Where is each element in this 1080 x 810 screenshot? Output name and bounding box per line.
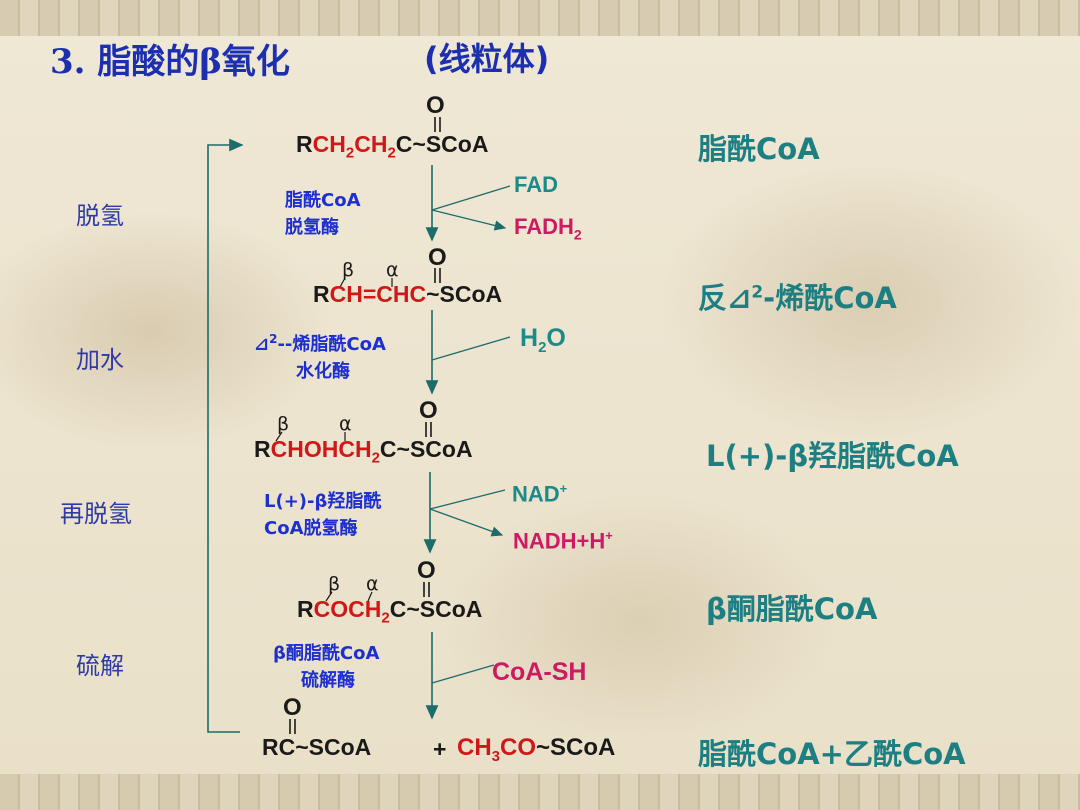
- ketoacyl-coa-alpha: α: [366, 573, 379, 595]
- carbonyl-bonds: [289, 117, 441, 734]
- position-markers: [275, 277, 393, 602]
- nad-line: [429, 489, 506, 510]
- enoyl-coa-alpha: α: [386, 259, 399, 281]
- product-acetyl-coa-formula: CH3CO~SCoA: [457, 734, 616, 765]
- page-title: 3. 脂酸的β氧化: [50, 42, 290, 82]
- cofactor-nadh: NADH+H+: [513, 528, 613, 554]
- hydroxyacyl-coa-formula: RCHOHCH2C~SCoA: [254, 436, 473, 467]
- hydroxyacyl-coa-name: L(+)-β羟脂酰CoA: [706, 439, 959, 473]
- acyl-coa-formula: RCH2CH2C~SCoA: [296, 131, 489, 162]
- cofactor-water: H2O: [520, 324, 566, 356]
- product-acyl-coa-formula: RC~SCoA: [262, 734, 372, 760]
- products-name: 脂酰CoA+乙酰CoA: [698, 737, 966, 771]
- decorative-border-top: [0, 0, 1080, 36]
- step-hydration: 加水: [76, 346, 124, 374]
- acyl-coa-oxygen: O: [426, 92, 445, 119]
- cofactor-nad: NAD+: [512, 481, 568, 507]
- water-line: [431, 336, 511, 361]
- enoyl-coa-oxygen: O: [428, 244, 447, 271]
- nadh-arrow: [429, 508, 504, 537]
- enoyl-coa-formula: RCH=CHC~SCoA: [313, 281, 503, 307]
- hydroxyacyl-coa-oxygen: O: [419, 397, 438, 424]
- organelle-label: (线粒体): [424, 40, 550, 78]
- hydroxyacyl-coa-beta: β: [277, 413, 290, 435]
- step-dehydrogenation: 脱氢: [76, 202, 124, 230]
- ketoacyl-coa-name: β酮脂酰CoA: [706, 592, 878, 626]
- hydroxyacyl-coa-alpha: α: [339, 413, 352, 435]
- cofactor-fad: FAD: [514, 172, 558, 197]
- step-second-dehydrogenation: 再脱氢: [60, 500, 132, 528]
- coash-line: [431, 664, 495, 684]
- enoyl-coa-name: 反⊿2-烯酰CoA: [698, 281, 897, 315]
- ketoacyl-coa-oxygen: O: [417, 557, 436, 584]
- step-thiolysis: 硫解: [76, 652, 124, 680]
- enoyl-coa-beta: β: [342, 259, 355, 281]
- cycle-loop-arrow: [207, 138, 244, 733]
- ketoacyl-coa-beta: β: [328, 573, 341, 595]
- decorative-border-bottom: [0, 774, 1080, 810]
- fadh2-arrow: [431, 209, 507, 231]
- cofactor-fadh2: FADH2: [514, 214, 582, 243]
- ketoacyl-coa-formula: RCOCH2C~SCoA: [297, 596, 483, 627]
- cofactor-coash: CoA-SH: [492, 658, 587, 686]
- fad-line: [431, 185, 511, 211]
- acyl-coa-name: 脂酰CoA: [698, 132, 820, 166]
- product-oxygen: O: [283, 694, 302, 721]
- product-plus: +: [433, 736, 447, 762]
